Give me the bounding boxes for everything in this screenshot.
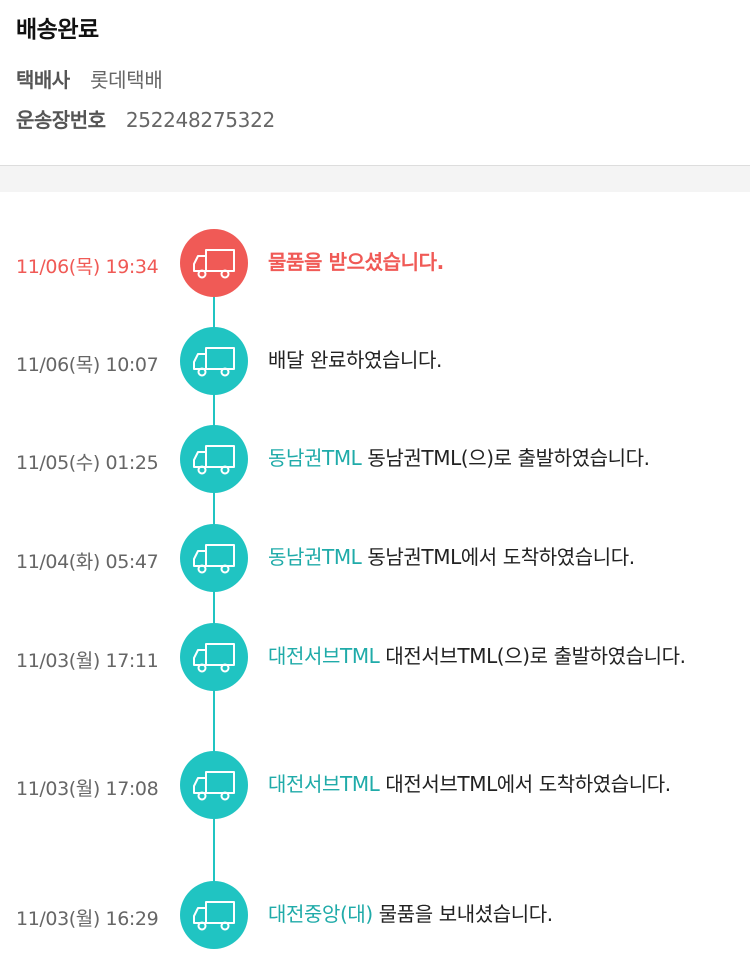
event-message: 배달 완료하였습니다. [268, 345, 738, 375]
event-description: 동남권TML(으)로 출발하였습니다. [367, 446, 650, 470]
section-divider [0, 166, 750, 192]
event-time: 11/06(목) 10:07 [16, 354, 159, 376]
tracking-row: 운송장번호 252248275322 [16, 104, 275, 133]
tracking-timeline: 11/06(목) 19:34 물품을 받으셨습니다. 11/06(목) 10:0… [0, 192, 750, 962]
event-description: 동남권TML에서 도착하였습니다. [367, 545, 635, 569]
event-description: 배달 완료하였습니다. [268, 348, 442, 372]
event-status-dot [180, 327, 248, 395]
event-time: 11/05(수) 01:25 [16, 452, 159, 474]
carrier-value: 롯데택배 [90, 68, 163, 92]
event-message: 대전서브TML 대전서브TML에서 도착하였습니다. [268, 769, 738, 799]
delivery-header: 배송완료 택배사 롯데택배 운송장번호 252248275322 [0, 0, 750, 166]
event-status-dot [180, 751, 248, 819]
delivery-truck-icon [193, 901, 235, 931]
event-location: 대전중앙(대) [268, 902, 373, 926]
event-location: 대전서브TML [268, 772, 380, 796]
event-description: 물품을 보내셨습니다. [378, 902, 553, 926]
delivery-truck-icon [193, 445, 235, 475]
carrier-row: 택배사 롯데택배 [16, 64, 163, 93]
event-time: 11/03(월) 17:08 [16, 778, 159, 800]
event-status-dot [180, 229, 248, 297]
event-status-dot [180, 881, 248, 949]
delivery-truck-icon [193, 347, 235, 377]
event-time: 11/03(월) 17:11 [16, 650, 159, 672]
event-message: 대전중앙(대) 물품을 보내셨습니다. [268, 899, 738, 929]
event-location: 동남권TML [268, 545, 362, 569]
event-location: 동남권TML [268, 446, 362, 470]
delivery-truck-icon [193, 771, 235, 801]
event-status-dot [180, 524, 248, 592]
event-description: 대전서브TML에서 도착하였습니다. [385, 772, 671, 796]
event-message: 물품을 받으셨습니다. [268, 247, 738, 277]
event-time: 11/03(월) 16:29 [16, 908, 159, 930]
tracking-number: 252248275322 [125, 108, 275, 132]
event-time: 11/06(목) 19:34 [16, 256, 159, 278]
event-location: 대전서브TML [268, 644, 380, 668]
tracking-label: 운송장번호 [16, 108, 106, 132]
delivery-status-title: 배송완료 [16, 17, 99, 43]
event-description: 대전서브TML(으)로 출발하였습니다. [385, 644, 686, 668]
event-description: 물품을 받으셨습니다. [268, 250, 444, 274]
event-status-dot [180, 425, 248, 493]
carrier-label: 택배사 [16, 68, 70, 92]
delivery-truck-icon [193, 249, 235, 279]
delivery-truck-icon [193, 643, 235, 673]
event-message: 동남권TML 동남권TML에서 도착하였습니다. [268, 542, 738, 572]
event-message: 동남권TML 동남권TML(으)로 출발하였습니다. [268, 443, 738, 473]
delivery-truck-icon [193, 544, 235, 574]
event-status-dot [180, 623, 248, 691]
event-time: 11/04(화) 05:47 [16, 551, 159, 573]
event-message: 대전서브TML 대전서브TML(으)로 출발하였습니다. [268, 641, 738, 671]
